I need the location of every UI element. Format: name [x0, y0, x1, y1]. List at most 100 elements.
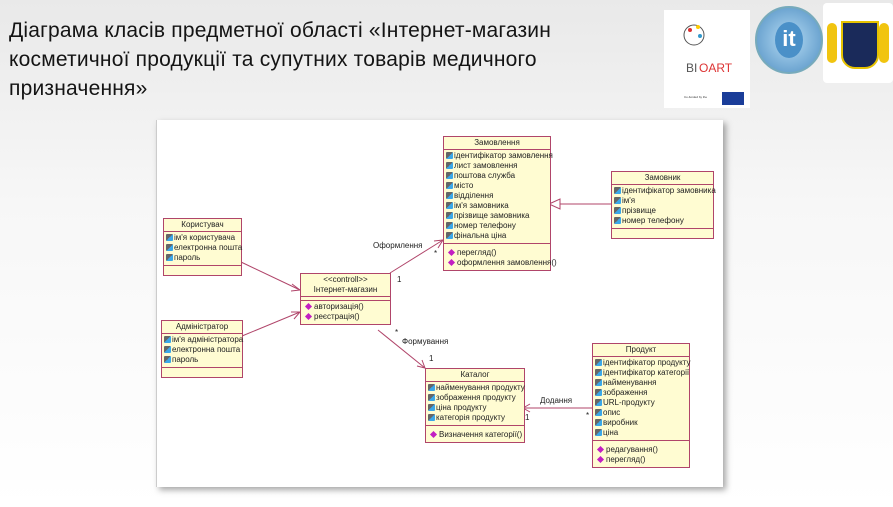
operation: реєстрація()	[314, 312, 360, 321]
attribute-icon	[428, 384, 435, 391]
attribute: URL-продукту	[603, 398, 655, 407]
attribute-icon	[446, 182, 453, 189]
attribute: опис	[603, 408, 621, 417]
attribute-icon	[428, 414, 435, 421]
attribute: пароль	[174, 253, 201, 262]
attribute: зображення	[603, 388, 648, 397]
attribute-icon	[595, 409, 602, 416]
attribute: поштова служба	[454, 171, 516, 180]
operation: перегляд()	[457, 248, 497, 257]
attribute: фінальна ціна	[454, 231, 507, 240]
attribute-icon	[164, 336, 171, 343]
operation: Визначення категорії()	[439, 430, 523, 439]
attribute: ідентифікатор замовлення	[454, 151, 553, 160]
attribute: виробник	[603, 418, 638, 427]
attribute-icon	[595, 369, 602, 376]
attribute-icon	[595, 389, 602, 396]
attribute-icon	[595, 429, 602, 436]
attribute: номер телефону	[622, 216, 684, 225]
attribute: прізвище замовника	[454, 211, 530, 220]
attribute-icon	[428, 404, 435, 411]
attribute-icon	[595, 379, 602, 386]
attribute: ім'я замовника	[454, 201, 509, 210]
operation: авторизація()	[314, 302, 364, 311]
attribute-icon	[428, 394, 435, 401]
slide-title: Діаграма класів предметної області «Інте…	[9, 19, 552, 100]
attribute-icon	[446, 162, 453, 169]
attribute: ім'я адміністратора	[172, 335, 244, 344]
operation: редагування()	[606, 445, 658, 454]
mult-catalog-product: 1	[525, 413, 530, 422]
class-name: Користувач	[164, 219, 241, 232]
attribute: найменування продукту	[436, 383, 525, 392]
operation-icon	[447, 248, 456, 257]
attribute-icon	[164, 346, 171, 353]
attribute: номер телефону	[454, 221, 516, 230]
stereotype: <<controll>>	[323, 275, 368, 284]
attribute-icon	[164, 356, 171, 363]
attribute: місто	[454, 181, 474, 190]
attribute: ідентифікатор продукту	[603, 358, 691, 367]
attribute-icon	[446, 202, 453, 209]
attribute-icon	[595, 419, 602, 426]
class-shop[interactable]: <<controll>>Інтернет-магазин авторизація…	[300, 273, 391, 325]
class-name: Адміністратор	[162, 321, 242, 334]
attribute-icon	[595, 359, 602, 366]
class-name: Каталог	[426, 369, 524, 382]
operation-icon	[304, 302, 313, 311]
attribute: лист замовлення	[454, 161, 518, 170]
attribute-icon	[614, 207, 621, 214]
attribute-icon	[446, 232, 453, 239]
assoc-oformlennia: Оформлення	[373, 241, 423, 250]
operation-icon	[447, 258, 456, 267]
class-name: Інтернет-магазин	[313, 285, 378, 294]
attribute-icon	[166, 234, 173, 241]
kit-department-logo: it	[755, 6, 823, 74]
university-crest-logo	[823, 3, 893, 83]
operation-icon	[429, 430, 438, 439]
attribute: зображення продукту	[436, 393, 516, 402]
mult-catalog: 1	[429, 354, 434, 363]
mult-shop-catalog: *	[395, 328, 399, 337]
attribute: пароль	[172, 355, 199, 364]
attribute-icon	[446, 222, 453, 229]
operation-icon	[304, 312, 313, 321]
attribute: категорія продукту	[436, 413, 506, 422]
attribute-icon	[166, 254, 173, 261]
assoc-formuvannia: Формування	[402, 337, 449, 346]
class-name: Продукт	[593, 344, 689, 357]
attribute: ціна	[603, 428, 619, 437]
svg-text:BI: BI	[686, 61, 697, 75]
attribute: ідентифікатор замовника	[622, 186, 716, 195]
class-name: Замовлення	[444, 137, 550, 150]
line-user-shop	[240, 261, 301, 291]
attribute-icon	[446, 192, 453, 199]
operation: оформлення замовлення()	[457, 258, 557, 267]
attribute: відділення	[454, 191, 494, 200]
class-name: Замовник	[612, 172, 713, 185]
operation-icon	[596, 455, 605, 464]
mult-shop-order: 1	[397, 275, 402, 284]
attribute: електронна пошта	[174, 243, 243, 252]
operation-icon	[596, 445, 605, 454]
svg-text:OART: OART	[699, 61, 733, 75]
attribute: ім'я користувача	[174, 233, 236, 242]
attribute: найменування	[603, 378, 657, 387]
class-admin[interactable]: Адміністратор ім'я адміністратора електр…	[161, 320, 243, 378]
class-korystuvach[interactable]: Користувач ім'я користувача електронна п…	[163, 218, 242, 276]
mult-order: *	[434, 249, 438, 258]
attribute: прізвище	[622, 206, 656, 215]
attribute-icon	[595, 399, 602, 406]
line-shop-order	[389, 239, 444, 274]
line-shop-catalog	[377, 329, 426, 369]
attribute-icon	[446, 212, 453, 219]
attribute: ідентифікатор категорії	[603, 368, 690, 377]
attribute-icon	[446, 172, 453, 179]
attribute-icon	[446, 152, 453, 159]
